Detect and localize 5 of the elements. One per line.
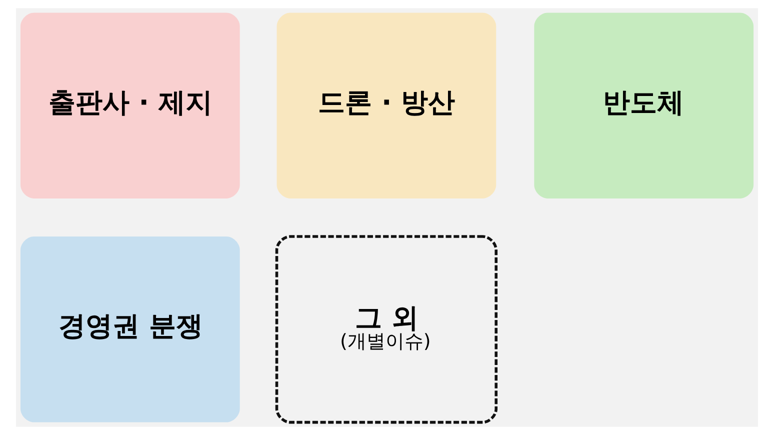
node-box: 반도체 xyxy=(534,12,754,198)
node-box: 드론 · 방산 xyxy=(276,12,496,198)
node-box: 그 외 (개별이슈) xyxy=(274,235,498,424)
node-box: 출판사 · 제지 xyxy=(20,12,240,198)
node-box: 경영권 분쟁 xyxy=(20,236,240,422)
